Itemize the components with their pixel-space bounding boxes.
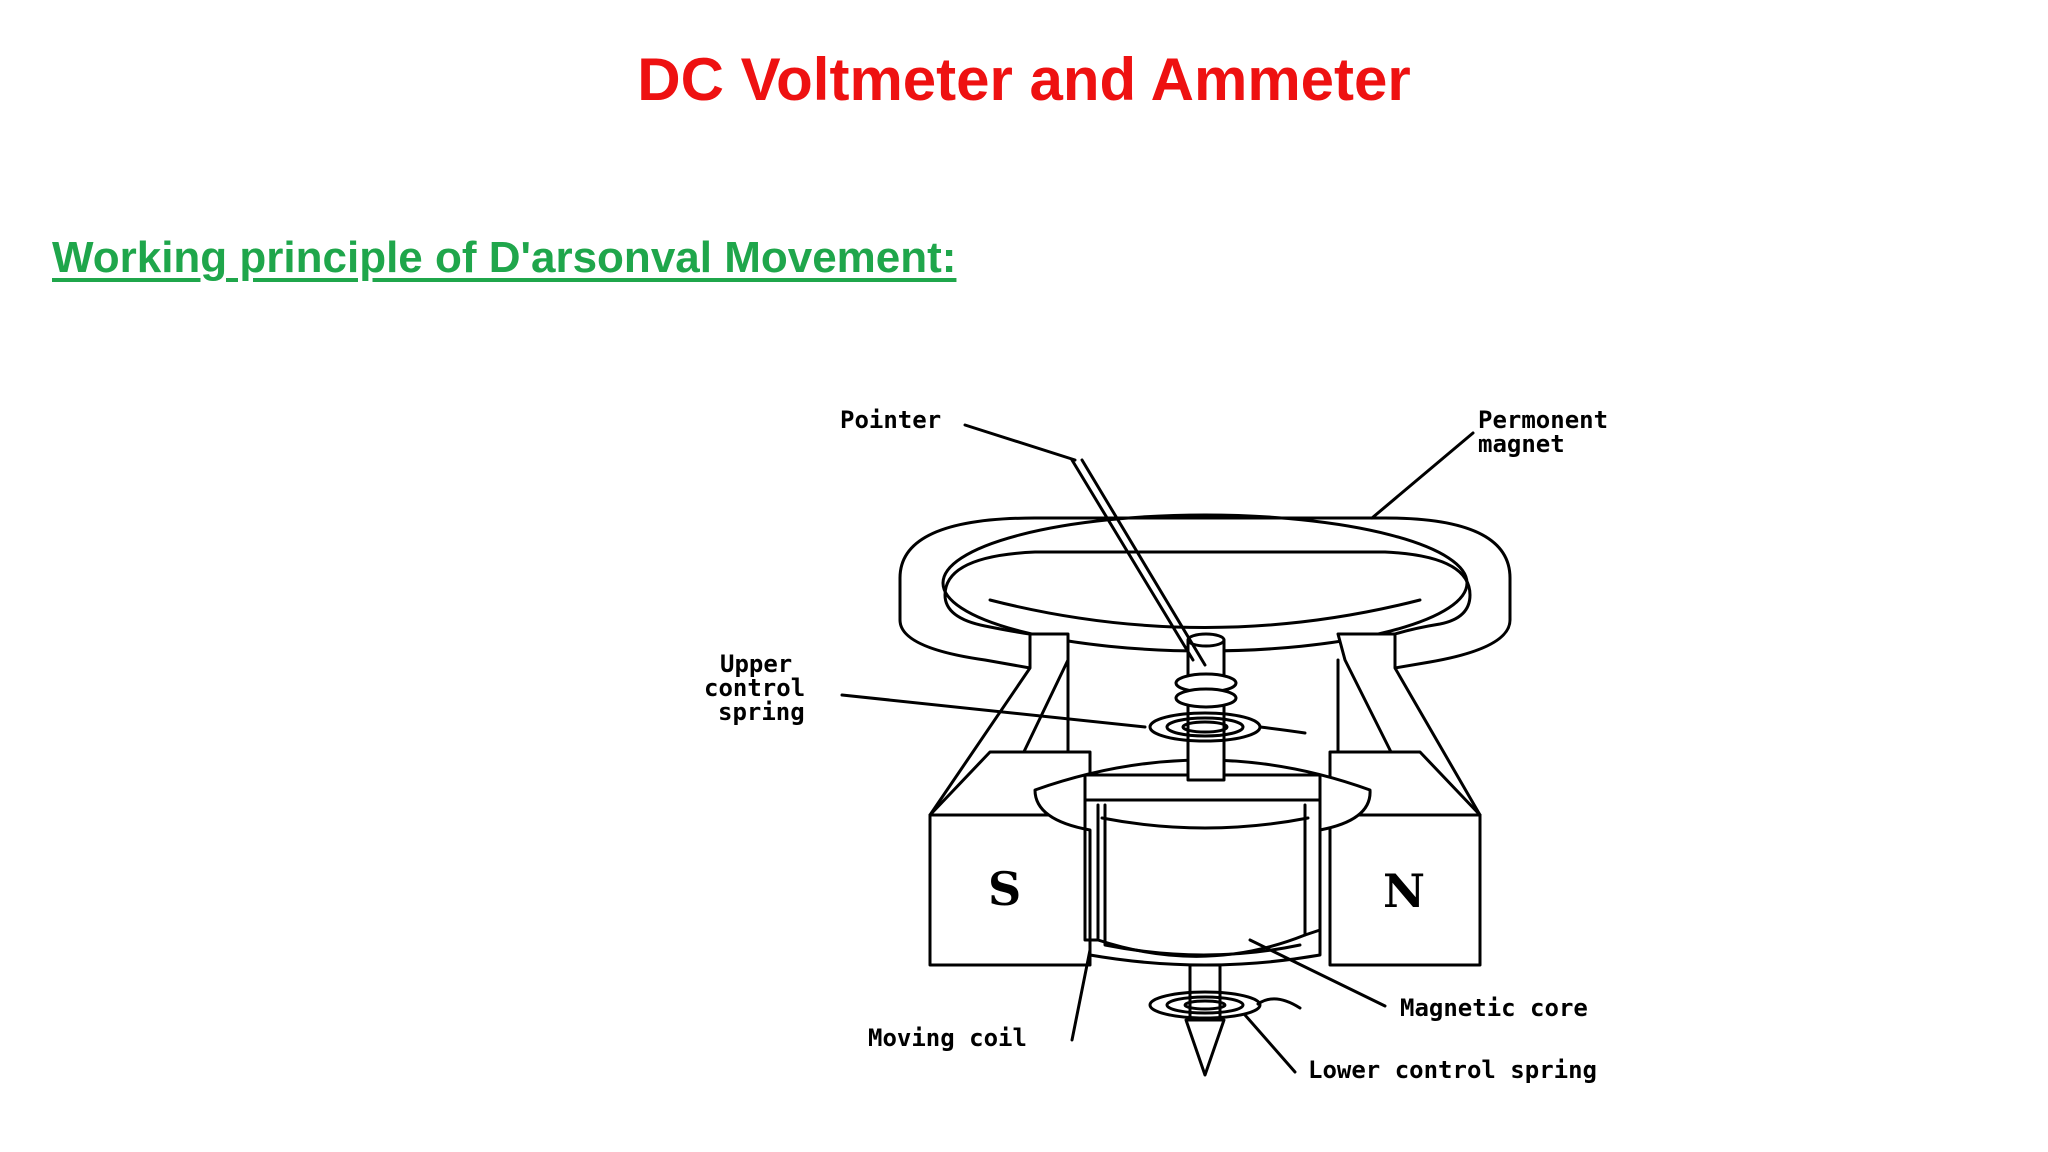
south-pole-label: S: [988, 862, 1021, 916]
upper-spring-label-line3: spring: [718, 698, 805, 726]
moving-coil: [1083, 773, 1322, 958]
diagram-labels: Pointer Permonent magnet Upper control s…: [704, 406, 1608, 1084]
pointer: [1070, 458, 1207, 667]
lower-shaft: [1184, 963, 1226, 1077]
pointer-label: Pointer: [840, 406, 941, 434]
upper-spring-label-line1: Upper: [720, 650, 792, 678]
shaft: [1174, 632, 1238, 782]
upper-control-spring: [1148, 711, 1307, 743]
permanent-magnet-label-line1: Permonent: [1478, 406, 1608, 434]
magnetic-core-label: Magnetic core: [1400, 994, 1588, 1022]
lower-spring-label: Lower control spring: [1308, 1056, 1597, 1084]
slide-title: DC Voltmeter and Ammeter: [637, 46, 1411, 113]
north-pole-label: N: [1383, 864, 1425, 918]
permanent-magnet-label-line2: magnet: [1478, 430, 1565, 458]
slide-subtitle: Working principle of D'arsonval Movement…: [52, 233, 957, 282]
upper-spring-label-line2: control: [704, 674, 805, 702]
lower-control-spring: [1148, 990, 1302, 1020]
leader-lines: [840, 423, 1475, 1074]
moving-coil-label: Moving coil: [868, 1024, 1027, 1052]
